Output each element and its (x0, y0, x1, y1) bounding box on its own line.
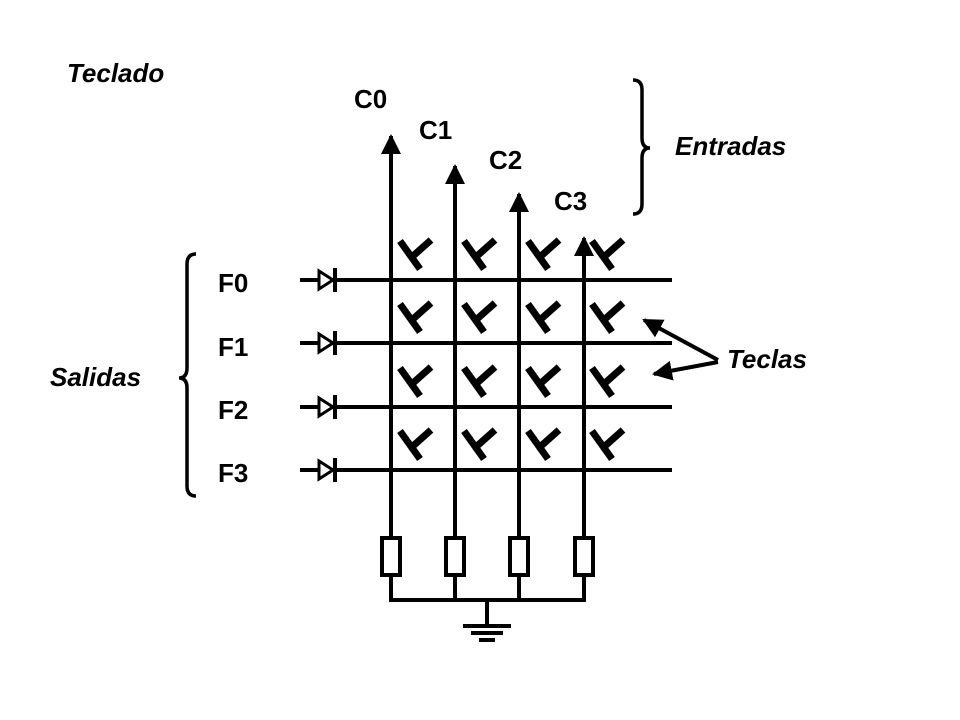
key-switch-icon (461, 300, 498, 335)
key-switch-icon (397, 300, 434, 335)
key-switch-icon (589, 364, 626, 399)
key-switch-icon (589, 300, 626, 335)
key-switch-icon (525, 300, 562, 335)
key-switch-icon (461, 427, 498, 462)
resistor-icon (444, 536, 466, 577)
diagram-title: Teclado (67, 58, 164, 88)
resistor-icon (508, 536, 530, 577)
column-label-c3: C3 (554, 186, 587, 216)
key-switch-icon (397, 427, 434, 462)
row-label-f2: F2 (218, 395, 248, 425)
key-switch-icon (397, 364, 434, 399)
row-label-f3: F3 (218, 458, 248, 488)
key-switch-icon (461, 364, 498, 399)
salidas-brace (178, 252, 197, 498)
key-switch-icon (525, 237, 562, 272)
key-switch-icon (525, 364, 562, 399)
column-label-c2: C2 (489, 145, 522, 175)
salidas-label: Salidas (50, 362, 141, 392)
key-switch-icon (525, 427, 562, 462)
resistor-icon (573, 536, 595, 577)
row-label-f0: F0 (218, 268, 248, 298)
diode-icon (317, 268, 337, 292)
key-switch-icon (461, 237, 498, 272)
key-switch-grid (397, 237, 626, 462)
row-label-f1: F1 (218, 332, 248, 362)
key-switch-icon (589, 427, 626, 462)
column-label-c1: C1 (419, 115, 452, 145)
column-label-c0: C0 (354, 84, 387, 114)
diode-icon (317, 395, 337, 419)
teclas-label: Teclas (727, 344, 807, 374)
key-switch-icon (589, 237, 626, 272)
diode-icon (317, 331, 337, 355)
diode-icon (317, 458, 337, 482)
entradas-brace (632, 78, 651, 216)
key-switch-icon (397, 237, 434, 272)
entradas-label: Entradas (675, 131, 786, 161)
teclas-arrow-upper (642, 318, 719, 362)
ground-icon (463, 624, 511, 642)
teclas-arrow-lower (652, 360, 719, 381)
resistor-icon (380, 536, 402, 577)
